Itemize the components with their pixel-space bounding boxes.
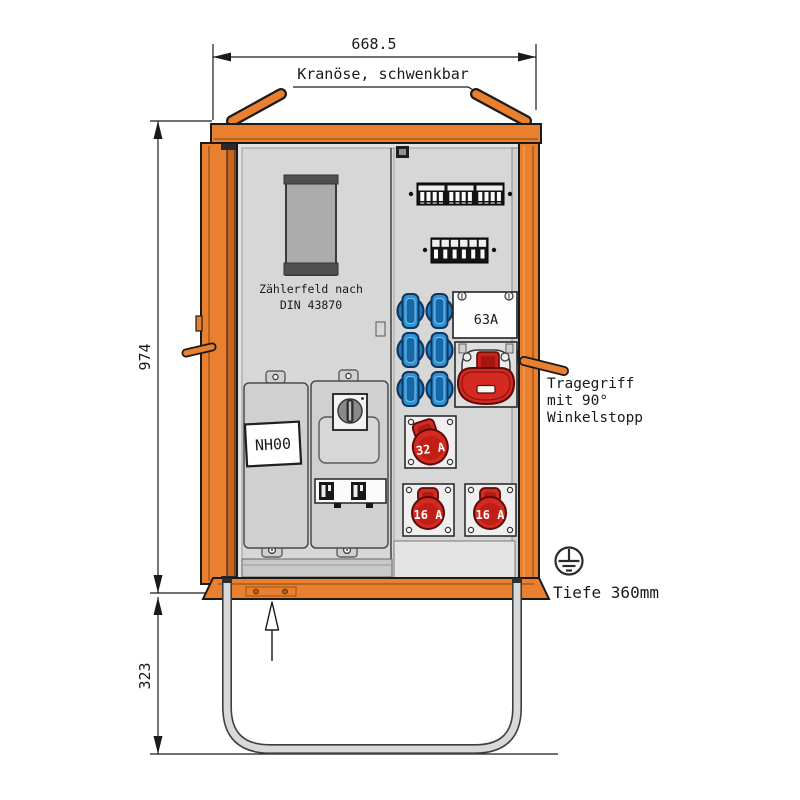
bottom-rail <box>241 558 393 578</box>
rotary-main-switch <box>332 393 368 431</box>
cee-socket-63a <box>454 341 518 408</box>
earth-ground-icon <box>554 546 584 576</box>
carry-handle <box>519 356 569 376</box>
cee-socket-16a-right: 16 A <box>464 483 517 537</box>
dim-height-upper-label: 974 <box>136 343 154 370</box>
breaker-row-top <box>408 182 513 206</box>
cabinet-base <box>201 577 551 600</box>
main-switch-rating: 63A <box>474 312 498 328</box>
socket-32a-rating: 32 A <box>415 440 446 458</box>
cabinet-top-cap <box>210 123 542 144</box>
cable-entry-arrow-icon <box>264 601 280 661</box>
meter-window <box>283 174 339 276</box>
terminal-strip <box>314 478 387 508</box>
left-handle <box>181 342 217 358</box>
meter-note-line1: Zählerfeld nach <box>259 282 363 296</box>
main-switch-box: 63A <box>452 291 518 339</box>
depth-note: Tiefe 360mm <box>553 583 659 602</box>
stand-frame <box>222 578 522 754</box>
handle-note-line1: Tragegriff <box>547 376 634 392</box>
dim-height-lower-label: 323 <box>136 662 154 689</box>
dim-width-label: 668.5 <box>351 35 396 53</box>
cee-socket-32a: 32 A <box>404 415 457 469</box>
breaker-row-bottom <box>422 237 497 264</box>
door-hinge <box>195 315 203 332</box>
left-door-open <box>195 142 238 585</box>
meter-note-line2: DIN 43870 <box>280 298 342 312</box>
handle-note-line2: mit 90° <box>547 393 608 409</box>
crane-eye-left-icon <box>226 88 287 127</box>
socket-16a-rating: 16 A <box>476 508 506 522</box>
socket-16a-rating: 16 A <box>414 508 444 522</box>
nh-fuse-label-plate: NH00 <box>243 420 303 468</box>
handle-note-line3: Winkelstopp <box>547 410 643 426</box>
crane-note: Kranöse, schwenkbar <box>297 65 469 83</box>
divider-latch <box>375 321 386 337</box>
svg-text:NH00: NH00 <box>255 435 292 455</box>
crane-leader-line <box>293 86 485 97</box>
gland-plate <box>393 540 516 579</box>
crane-eye-right-icon <box>470 88 532 127</box>
cee-socket-16a-left: 16 A <box>402 483 455 537</box>
